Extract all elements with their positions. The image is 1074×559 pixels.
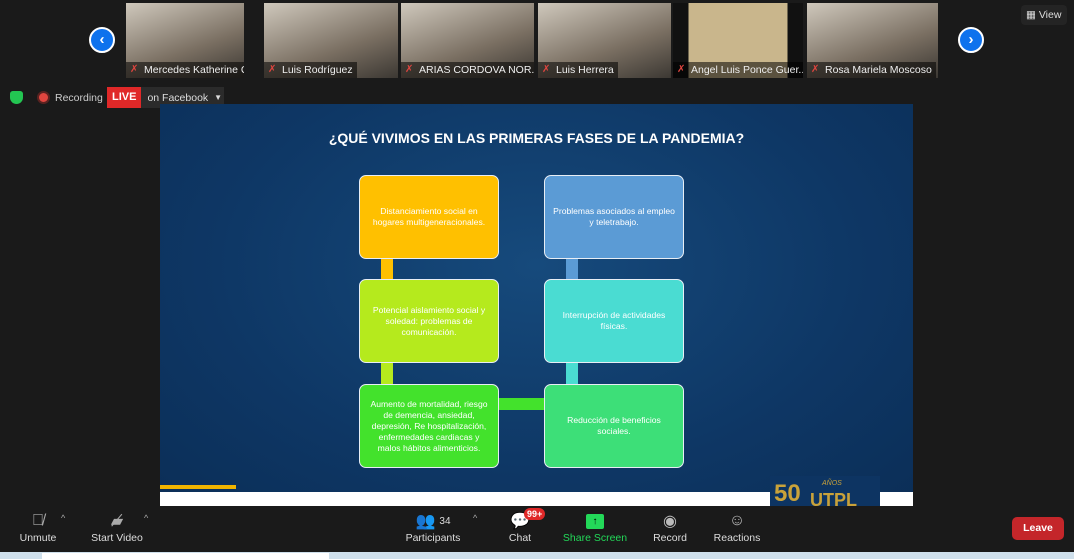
connector (498, 398, 544, 410)
video-tile[interactable]: ✗Luis Herrera (538, 3, 671, 78)
unmute-label: Unmute (19, 532, 57, 544)
audio-options-caret[interactable]: ^ (61, 513, 66, 523)
shared-slide: ¿QUÉ VIVIMOS EN LAS PRIMERAS FASES DE LA… (160, 104, 913, 510)
chat-badge: 99+ (524, 508, 546, 520)
footer-strip (160, 492, 913, 506)
video-off-icon: ▰̸ (110, 513, 124, 530)
participants-label: Participants (405, 532, 461, 544)
record-button[interactable]: ◉ Record (650, 510, 690, 544)
muted-mic-icon: ✗ (405, 64, 414, 75)
muted-mic-icon: ✗ (811, 64, 820, 75)
muted-mic-icon: ✗ (268, 64, 277, 75)
utpl-logo: 50 AÑOS UTPL (770, 476, 880, 510)
unmute-button[interactable]: 🎙̸ Unmute (15, 510, 61, 544)
connector (566, 259, 578, 281)
recording-icon (37, 91, 50, 104)
os-taskbar (0, 552, 1074, 559)
security-shield-icon[interactable] (10, 91, 23, 104)
video-tile[interactable]: ✗Mercedes Katherine C... (126, 3, 244, 78)
participant-name: Angel Luis Ponce Guer... (673, 62, 803, 78)
chevron-left-icon: ‹ (99, 31, 105, 48)
connector (566, 363, 578, 385)
share-screen-icon: ↑ (586, 513, 604, 529)
muted-mic-icon: ✗ (542, 64, 551, 75)
participant-name: Rosa Mariela Moscoso (807, 62, 936, 78)
record-icon: ◉ (663, 513, 677, 530)
record-label: Record (653, 532, 687, 544)
view-button[interactable]: ▦ View (1021, 5, 1067, 25)
recording-label: Recording (55, 92, 103, 104)
video-options-caret[interactable]: ^ (144, 513, 149, 523)
participants-icon: 👥 (415, 513, 436, 530)
live-target: on Facebook (147, 92, 209, 104)
reactions-button[interactable]: ☺ Reactions (712, 510, 762, 544)
video-tile[interactable]: ✗Rosa Mariela Moscoso (807, 3, 938, 78)
taskbar-search[interactable] (42, 553, 329, 559)
box-empleo: Problemas asociados al empleo y teletrab… (544, 175, 684, 259)
grid-icon: ▦ (1026, 9, 1036, 21)
logo-years: AÑOS (822, 480, 842, 487)
leave-button[interactable]: Leave (1012, 517, 1064, 540)
share-screen-label: Share Screen (562, 532, 628, 544)
video-tile[interactable]: ✗Luis Rodríguez (264, 3, 398, 78)
chat-label: Chat (508, 532, 532, 544)
muted-mic-icon: 🎙̸ (32, 512, 44, 529)
participant-name: ARIAS CORDOVA NOR... (401, 62, 534, 78)
start-video-label: Start Video (91, 532, 143, 544)
start-video-button[interactable]: ▰̸ Start Video (86, 510, 148, 544)
live-stream-menu[interactable]: LIVE on Facebook ▼ (107, 87, 224, 108)
next-page-button[interactable]: › (958, 27, 984, 53)
chevron-right-icon: › (968, 31, 974, 48)
participant-name: Luis Rodríguez (264, 62, 357, 78)
caret-down-icon: ▼ (214, 93, 223, 102)
muted-mic-icon: ✗ (130, 64, 139, 75)
logo-number: 50 (774, 480, 801, 507)
previous-page-button[interactable]: ‹ (89, 27, 115, 53)
connector (381, 259, 393, 281)
box-beneficios: Reducción de beneficios sociales. (544, 384, 684, 468)
live-badge: LIVE (107, 87, 142, 108)
video-tile[interactable]: ✗Angel Luis Ponce Guer... (673, 3, 803, 78)
reactions-label: Reactions (713, 532, 761, 544)
view-label: View (1038, 9, 1062, 21)
participant-name: Mercedes Katherine C... (126, 62, 244, 78)
connector (381, 363, 393, 385)
participant-name: Luis Herrera (538, 62, 618, 78)
slide-title: ¿QUÉ VIVIMOS EN LAS PRIMERAS FASES DE LA… (328, 130, 745, 146)
participants-count: 34 (439, 515, 451, 527)
participants-options-caret[interactable]: ^ (473, 513, 478, 523)
video-tile[interactable]: ✗ARIAS CORDOVA NOR... (401, 3, 534, 78)
logo-brand: UTPL (810, 490, 857, 510)
muted-mic-icon: ✗ (677, 64, 686, 75)
gold-bar (160, 485, 236, 489)
smiley-icon: ☺ (728, 512, 746, 529)
box-actividades: Interrupción de actividades físicas. (544, 279, 684, 363)
share-screen-button[interactable]: ↑ Share Screen (562, 510, 628, 544)
box-distanciamiento: Distanciamiento social en hogares multig… (359, 175, 499, 259)
box-aislamiento: Potencial aislamiento social y soledad: … (359, 279, 499, 363)
box-mortalidad: Aumento de mortalidad, riesgo de demenci… (359, 384, 499, 468)
participants-icon-wrap: 👥34 (402, 510, 464, 532)
